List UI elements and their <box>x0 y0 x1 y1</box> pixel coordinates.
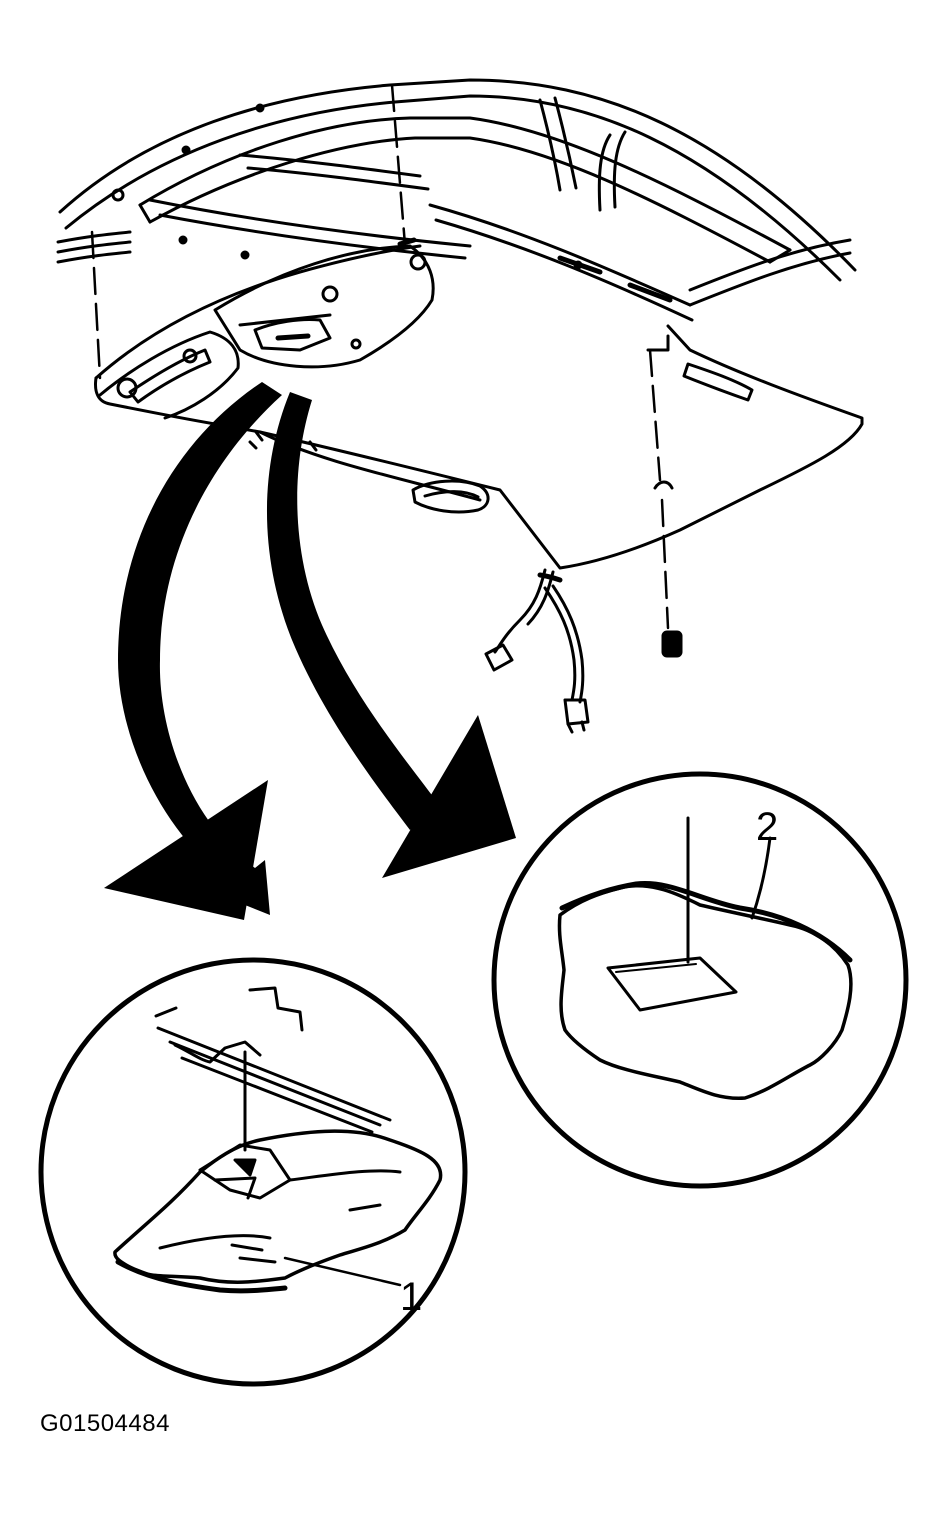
wire-harness <box>484 568 590 734</box>
detail-circle-right <box>491 771 909 1189</box>
figure-id-label: G01504484 <box>40 1410 170 1437</box>
curved-arrows <box>104 382 516 920</box>
roof-frame <box>56 78 857 322</box>
detail-circle-left <box>38 957 468 1387</box>
left-arrow-head <box>104 780 268 920</box>
callout-number-2: 2 <box>756 805 778 849</box>
callout-number-1: 1 <box>400 1275 422 1319</box>
headliner-panel <box>94 244 864 570</box>
alignment-lines <box>90 83 670 630</box>
right-curved-arrow <box>266 392 440 830</box>
right-arrow-head <box>382 715 516 878</box>
fastener-clips <box>397 237 683 658</box>
left-curved-arrow <box>118 382 282 915</box>
